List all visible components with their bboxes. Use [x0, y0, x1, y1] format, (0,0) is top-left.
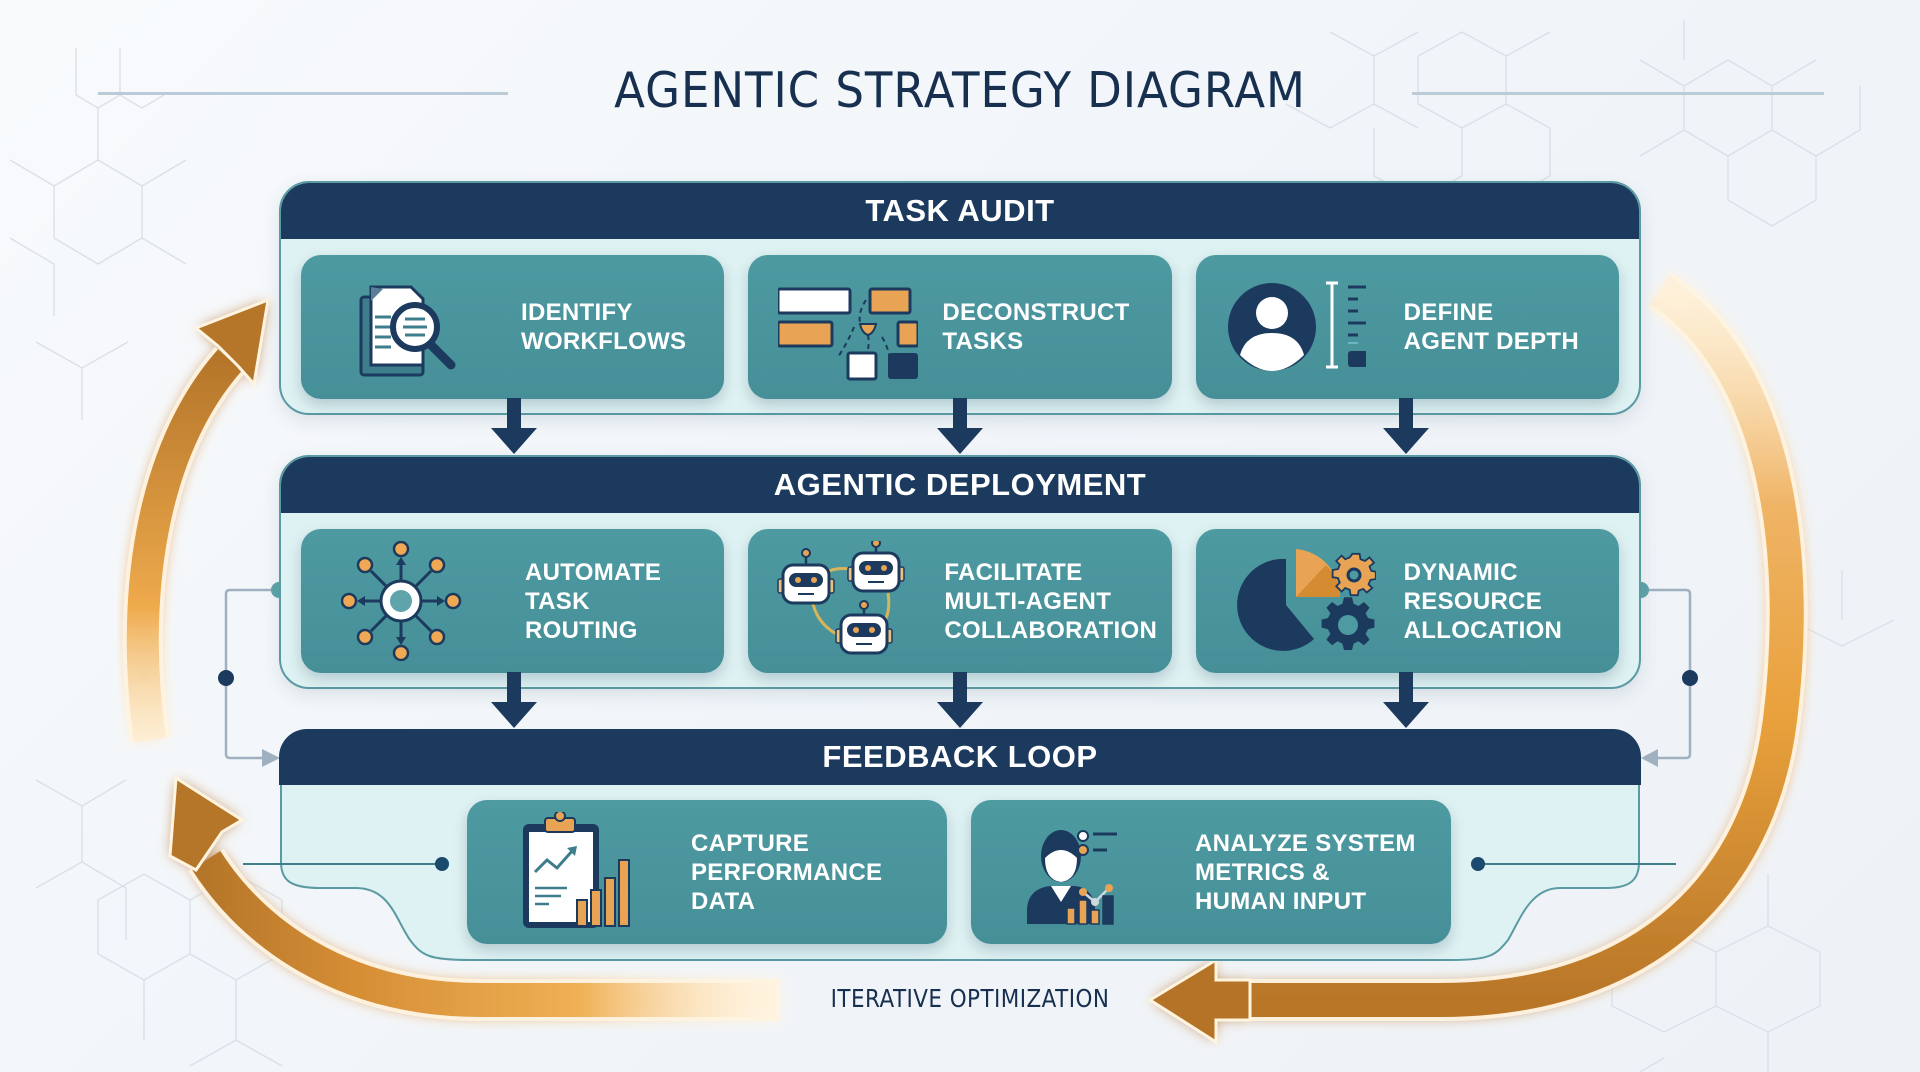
- document-search-icon: [359, 285, 456, 377]
- card-label: IDENTIFY WORKFLOWS: [521, 299, 687, 355]
- clipboard-chart-icon: [523, 812, 630, 928]
- card-label: ANALYZE SYSTEM METRICS & HUMAN INPUT: [1195, 829, 1416, 915]
- section-header-feedback-loop: FEEDBACK LOOP: [279, 729, 1641, 785]
- card-automate-task-routing[interactable]: AUTOMATE TASK ROUTING: [301, 529, 725, 673]
- section-header-agentic-deployment: AGENTIC DEPLOYMENT: [281, 457, 1639, 513]
- pie-gears-icon: [1236, 549, 1376, 651]
- card-label: DEFINE AGENT DEPTH: [1403, 299, 1579, 355]
- down-arrow-icon: [491, 672, 537, 728]
- iterative-optimization-label: ITERATIVE OPTIMIZATION: [830, 984, 1110, 1013]
- robot-2: [847, 541, 906, 593]
- down-arrow-icon: [1383, 672, 1429, 728]
- card-capture-performance-data[interactable]: CAPTURE PERFORMANCE DATA: [467, 800, 947, 944]
- down-arrow-icon: [1383, 398, 1429, 454]
- card-label: DECONSTRUCT TASKS: [942, 299, 1130, 355]
- card-define-agent-depth[interactable]: DEFINE AGENT DEPTH: [1195, 255, 1619, 399]
- page-title: AGENTIC STRATEGY DIAGRAM: [614, 62, 1306, 119]
- card-analyze-system-metrics[interactable]: ANALYZE SYSTEM METRICS & HUMAN INPUT: [971, 800, 1451, 944]
- robot-3: [835, 600, 894, 655]
- section-task-audit: TASK AUDIT IDENTIFY WORKFLOWS: [279, 181, 1641, 415]
- task-blocks-icon: [778, 287, 919, 381]
- card-deconstruct-tasks[interactable]: DECONSTRUCT TASKS: [748, 255, 1172, 399]
- title-divider-right: [1412, 92, 1824, 95]
- card-label: AUTOMATE TASK ROUTING: [525, 558, 662, 644]
- down-arrow-icon: [491, 398, 537, 454]
- user-depth-scale-icon: [1227, 281, 1366, 371]
- title-area: AGENTIC STRATEGY DIAGRAM: [0, 62, 1920, 122]
- section-header-task-audit: TASK AUDIT: [281, 183, 1639, 239]
- card-label: FACILITATE MULTI-AGENT COLLABORATION: [944, 558, 1158, 644]
- section-agentic-deployment: AGENTIC DEPLOYMENT: [279, 455, 1641, 689]
- card-label: DYNAMIC RESOURCE ALLOCATION: [1403, 558, 1563, 644]
- down-arrow-icon: [937, 398, 983, 454]
- title-divider-left: [98, 92, 508, 95]
- person-analytics-icon: [1027, 830, 1117, 925]
- card-facilitate-multi-agent-collaboration[interactable]: FACILITATE MULTI-AGENT COLLABORATION: [748, 529, 1172, 673]
- robot-1: [777, 548, 836, 605]
- robots-network-icon: [777, 541, 906, 655]
- card-identify-workflows[interactable]: IDENTIFY WORKFLOWS: [301, 255, 725, 399]
- gear-large: [1321, 597, 1375, 650]
- down-arrow-icon: [937, 672, 983, 728]
- feedback-cards: CAPTURE PERFORMANCE DATA ANALYZE SYSTEM …: [467, 800, 1452, 944]
- card-label: CAPTURE PERFORMANCE DATA: [691, 829, 883, 915]
- gear-small: [1331, 552, 1376, 597]
- card-dynamic-resource-allocation[interactable]: DYNAMIC RESOURCE ALLOCATION: [1195, 529, 1619, 673]
- hub-routing-icon: [341, 541, 462, 661]
